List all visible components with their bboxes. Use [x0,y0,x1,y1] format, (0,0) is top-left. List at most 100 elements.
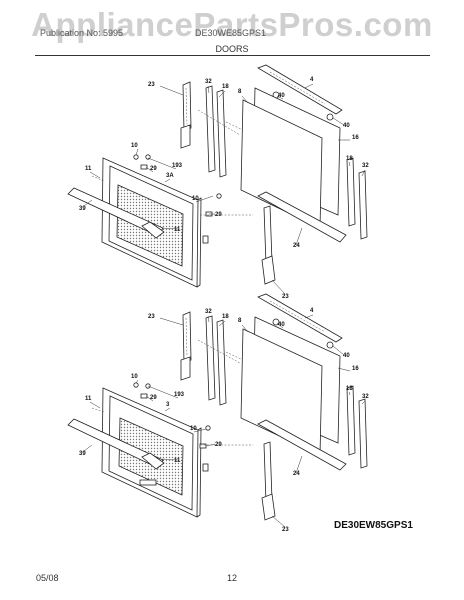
callout-leader [164,178,171,183]
publication-number: Publication No: 5995 [40,28,124,38]
channel-18-lower [216,319,227,406]
callout-label: 40 [343,353,350,359]
channel-18-right-lower [346,385,356,456]
callout-label: 10 [131,143,138,149]
callout-leader [304,83,314,89]
callout-label: 10 [131,374,138,380]
callout-leader [193,428,207,433]
model-code: DE30EW85GPS1 [334,520,413,531]
watermark: AppliancePartsPros.com [31,6,433,43]
callout-label: 40 [343,123,350,129]
channel-32-upper [205,85,216,173]
callout-leader [361,400,366,405]
upper-door-assembly [67,64,368,288]
callout-label: 18 [222,84,229,90]
callout-leader [89,401,101,409]
bottom-trim-upper [257,191,347,243]
callout-leader [218,320,226,327]
callout-label: 8 [238,89,242,95]
hinge-lower-left [180,311,192,381]
callout-label: 23 [282,527,289,533]
callout-label: 29 [150,395,157,401]
callout-leader [159,317,184,326]
callout-leader [147,385,179,399]
callout-label: 32 [205,309,212,315]
hinge-upper-lower [261,205,276,285]
callout-leader [348,391,351,396]
callout-label: 23 [148,314,155,320]
callout-leader [337,367,351,372]
callout-leader [145,395,154,402]
upper-callout-leaders [83,83,366,295]
callout-leader [164,407,171,412]
header-rule [35,55,430,56]
callout-leader [135,379,139,384]
callout-label: 29 [215,212,222,218]
callout-label: 32 [362,163,369,169]
callout-label: 193 [172,163,183,169]
callout-label: 3A [166,173,174,179]
callout-label: 32 [205,79,212,85]
callout-label: 8 [238,318,242,324]
callout-label: 23 [148,82,155,88]
callout-leader [361,169,366,177]
lower-door-assembly [67,293,368,521]
callout-label: 10 [190,426,197,432]
callout-label: 16 [352,135,359,141]
callout-label: 40 [278,322,285,328]
callout-leader [241,324,249,333]
callout-leader [271,279,286,295]
callout-leader [295,227,303,246]
callout-label: 11 [85,396,92,402]
bottom-trim-lower [257,419,347,471]
callout-label: 23 [282,294,289,300]
channel-32-right-upper [358,170,368,240]
callout-leader [276,95,284,100]
callout-leader [207,315,210,323]
callout-leader [159,85,184,96]
callout-label: 3 [166,402,170,408]
top-trim-upper [257,64,343,121]
page-number: 12 [226,573,237,583]
callout-leader [145,166,154,173]
section-title: DOORS [215,44,249,54]
callout-leader [218,90,226,98]
callout-label: 4 [310,77,314,83]
callout-leader [83,444,93,452]
callout-label: 40 [278,93,285,99]
callout-label: 10 [192,196,199,202]
callout-leader [195,195,214,203]
callout-label: 193 [174,392,185,398]
callout-label: 11 [174,227,181,233]
callout-leader [348,161,351,167]
channel-32-right-lower [358,398,368,469]
lower-callouts: 23 32 18 8 4 40 40 16 18 32 10 193 3 11 … [79,308,369,533]
callout-leader [276,322,284,329]
callout-leader [304,314,314,319]
callout-label: 16 [352,366,359,372]
callout-leader [205,443,216,447]
callout-label: 29 [215,442,222,448]
callout-label: 39 [79,451,86,457]
callout-label: 29 [150,166,157,172]
upper-callouts: 23 32 18 8 4 40 40 16 18 32 10 193 3A 11… [79,77,369,300]
callout-label: 11 [85,166,92,172]
callout-leader [83,199,93,207]
callout-label: 24 [293,471,300,477]
header-model: DE30WE85GPS1 [195,28,267,38]
handle-lower [67,418,165,470]
callout-leader [207,85,210,94]
hinge-upper-left [180,81,192,149]
callout-leader [295,455,303,474]
callout-leader [332,117,345,126]
callout-leader [271,515,286,528]
channel-18-right-upper [346,157,356,227]
callout-leader [161,458,179,461]
callout-leader [135,148,139,156]
footer-date: 05/08 [36,573,59,583]
callout-label: 11 [174,458,181,464]
callout-leader [89,171,101,179]
lower-callout-leaders [83,314,366,528]
